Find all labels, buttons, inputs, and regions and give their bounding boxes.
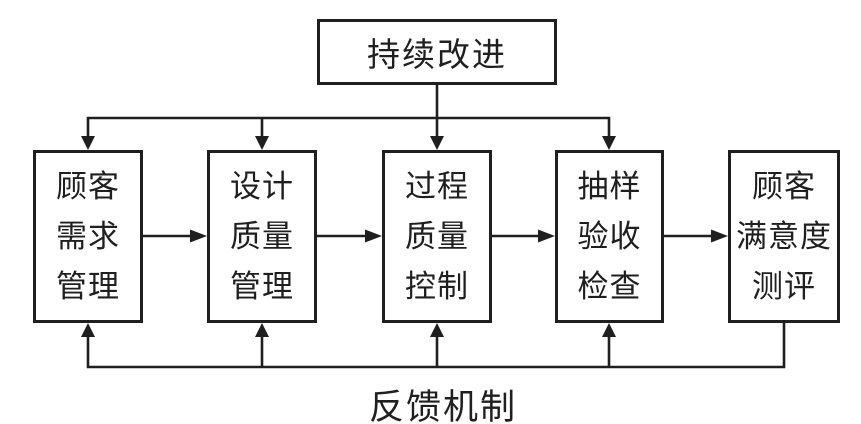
node-customer-requirements-management: 顾客 需求 管理 (33, 150, 143, 323)
feedback-mechanism-label: 反馈机制 (368, 388, 517, 424)
node-label: 顾客 满意度 测评 (736, 168, 832, 305)
node-label: 设计 质量 管理 (230, 168, 294, 305)
node-continuous-improvement: 持续改进 (317, 19, 557, 85)
node-label: 抽样 验收 检查 (577, 168, 642, 305)
node-label: 持续改进 (367, 35, 507, 74)
arrowhead-up-box2 (255, 323, 269, 337)
arrowhead-up-box4 (602, 323, 616, 337)
arrowhead-right-box3 (365, 229, 382, 243)
connector-distribution-line (86, 116, 611, 137)
arrowhead-up-box1 (81, 323, 95, 337)
node-label: 顾客 需求 管理 (56, 168, 120, 305)
node-design-quality-management: 设计 质量 管理 (207, 150, 317, 323)
arrowhead-right-box2 (190, 229, 207, 243)
arrowhead-down-box2 (255, 136, 269, 150)
node-customer-satisfaction-evaluation: 顾客 满意度 测评 (728, 150, 840, 323)
node-label: 过程 质量 控制 (405, 168, 469, 305)
node-process-quality-control: 过程 质量 控制 (382, 150, 492, 323)
arrowhead-down-box1 (81, 136, 95, 150)
arrowhead-down-box4 (602, 136, 616, 150)
arrowhead-up-box3 (430, 323, 444, 337)
node-sampling-acceptance-inspection: 抽样 验收 检查 (555, 150, 664, 323)
arrowhead-down-box3 (430, 136, 444, 150)
arrowhead-right-box5 (711, 229, 728, 243)
arrowhead-right-box4 (538, 229, 555, 243)
